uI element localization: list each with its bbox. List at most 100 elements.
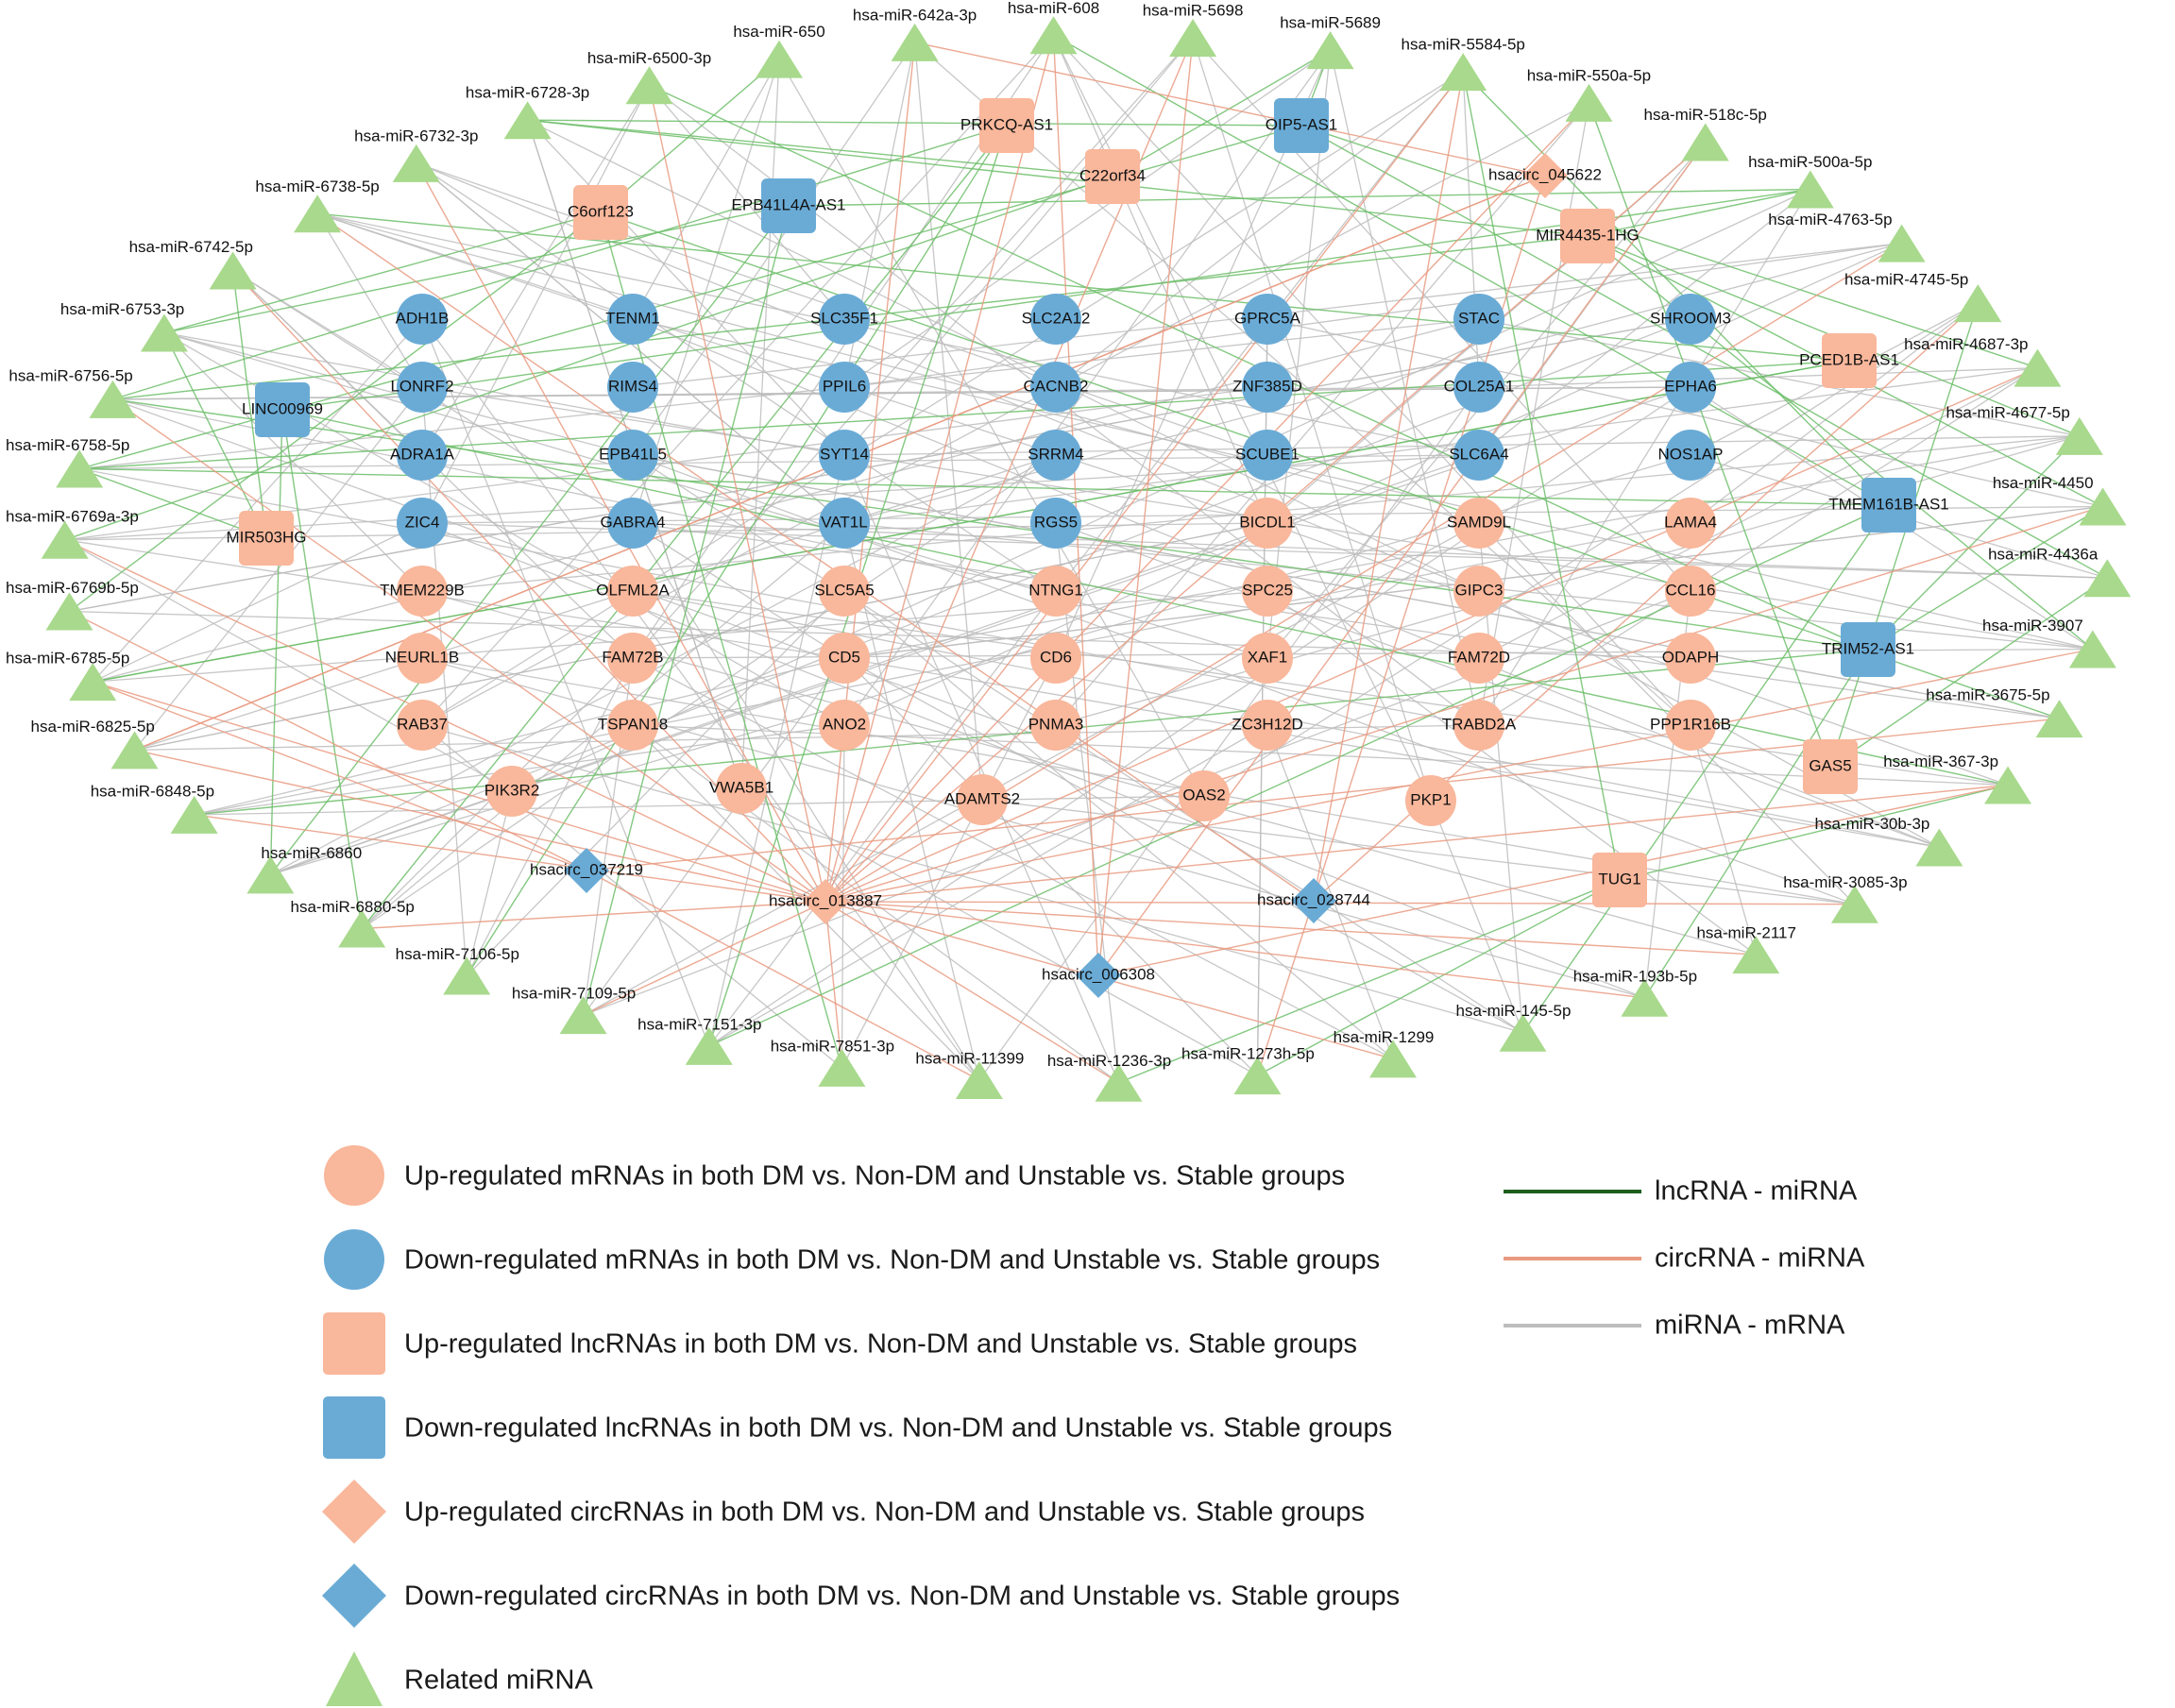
mrna-node-samd9l[interactable] — [1453, 498, 1504, 549]
lncrna-node-mir4435-1hg[interactable] — [1560, 209, 1615, 263]
mirna-node-hsa-mir-6785-5p[interactable] — [69, 663, 117, 702]
mrna-node-slc2a12[interactable] — [1030, 294, 1081, 345]
mirna-node-hsa-mir-6742-5p[interactable] — [209, 251, 257, 290]
mrna-node-ppp1r16b[interactable] — [1665, 700, 1716, 751]
mrna-node-trabd2a[interactable] — [1453, 700, 1504, 751]
mrna-node-gabra4[interactable] — [607, 498, 658, 549]
mrna-node-slc5a5[interactable] — [819, 566, 870, 617]
mrna-node-ccl16[interactable] — [1665, 566, 1716, 617]
mirna-node-hsa-mir-6500-3p[interactable] — [625, 66, 673, 105]
mrna-node-ppil6[interactable] — [819, 362, 870, 413]
mirna-node-hsa-mir-145-5p[interactable] — [1499, 1013, 1547, 1052]
mirna-node-hsa-mir-7109-5p[interactable] — [559, 996, 607, 1035]
lncrna-node-prkcq-as1[interactable] — [979, 98, 1034, 153]
mirna-node-hsa-mir-367-3p[interactable] — [1984, 766, 2032, 804]
mirna-node-hsa-mir-6848-5p[interactable] — [170, 795, 218, 834]
lncrna-node-pced1b-as1[interactable] — [1822, 333, 1877, 388]
mirna-node-hsa-mir-7106-5p[interactable] — [443, 956, 491, 995]
mirna-node-hsa-mir-3675-5p[interactable] — [2035, 700, 2083, 738]
mrna-node-ntng1[interactable] — [1030, 566, 1081, 617]
circrna-node-hsacirc-006308[interactable] — [1076, 953, 1121, 998]
mrna-node-tenm1[interactable] — [607, 294, 658, 345]
mrna-node-stac[interactable] — [1453, 294, 1504, 345]
mirna-node-hsa-mir-6756-5p[interactable] — [89, 380, 137, 418]
mirna-node-hsa-mir-4450[interactable] — [2079, 487, 2127, 526]
mrna-node-fam72b[interactable] — [607, 633, 658, 684]
mirna-node-hsa-mir-6825-5p[interactable] — [110, 731, 159, 769]
mirna-node-hsa-mir-500a-5p[interactable] — [1786, 170, 1834, 209]
mirna-node-hsa-mir-7851-3p[interactable] — [818, 1048, 866, 1087]
mirna-node-hsa-mir-4436a[interactable] — [2083, 559, 2132, 598]
mirna-node-hsa-mir-5689[interactable] — [1306, 31, 1354, 70]
mrna-node-scube1[interactable] — [1242, 430, 1293, 481]
mirna-node-hsa-mir-7151-3p[interactable] — [685, 1026, 733, 1065]
mrna-node-adamts2[interactable] — [957, 774, 1008, 825]
mirna-node-hsa-mir-4745-5p[interactable] — [1954, 284, 2002, 323]
mrna-node-lonrf2[interactable] — [397, 362, 448, 413]
lncrna-node-linc00969[interactable] — [255, 382, 310, 437]
mrna-node-slc35f1[interactable] — [819, 294, 870, 345]
mirna-node-hsa-mir-4687-3p[interactable] — [2014, 348, 2062, 387]
lncrna-node-tug1[interactable] — [1592, 853, 1647, 907]
mirna-node-hsa-mir-608[interactable] — [1029, 16, 1078, 55]
mrna-node-spc25[interactable] — [1242, 566, 1293, 617]
mrna-node-zc3h12d[interactable] — [1242, 700, 1293, 751]
mrna-node-tmem229b[interactable] — [397, 566, 448, 617]
mrna-node-srrm4[interactable] — [1030, 430, 1081, 481]
mirna-node-hsa-mir-3085-3p[interactable] — [1830, 885, 1878, 923]
mrna-node-zic4[interactable] — [397, 498, 448, 549]
mrna-node-vwa5b1[interactable] — [716, 763, 767, 814]
mrna-node-lama4[interactable] — [1665, 498, 1716, 549]
lncrna-node-epb41l4a-as1[interactable] — [761, 178, 816, 233]
mrna-node-ano2[interactable] — [819, 700, 870, 751]
mirna-node-hsa-mir-518c-5p[interactable] — [1681, 123, 1729, 161]
mrna-node-neurl1b[interactable] — [397, 633, 448, 684]
mrna-node-vat1l[interactable] — [819, 498, 870, 549]
mirna-node-hsa-mir-6728-3p[interactable] — [503, 101, 552, 140]
mrna-node-pik3r2[interactable] — [486, 766, 537, 817]
mirna-node-hsa-mir-30b-3p[interactable] — [1915, 828, 1963, 867]
circrna-node-hsacirc-045622[interactable] — [1522, 153, 1568, 198]
mrna-node-fam72d[interactable] — [1453, 633, 1504, 684]
mirna-node-hsa-mir-5584-5p[interactable] — [1439, 53, 1487, 92]
mrna-node-tspan18[interactable] — [607, 700, 658, 751]
mrna-node-shroom3[interactable] — [1665, 294, 1716, 345]
mirna-node-hsa-mir-6769a-3p[interactable] — [41, 520, 89, 559]
mrna-node-oas2[interactable] — [1179, 770, 1230, 821]
mirna-node-hsa-mir-193b-5p[interactable] — [1621, 978, 1669, 1017]
mrna-node-cd5[interactable] — [819, 633, 870, 684]
mirna-node-hsa-mir-4677-5p[interactable] — [2055, 416, 2103, 455]
mrna-node-olfml2a[interactable] — [607, 566, 658, 617]
circrna-node-hsacirc-037219[interactable] — [564, 848, 609, 893]
lncrna-node-oip5-as1[interactable] — [1274, 98, 1329, 153]
mrna-node-gprc5a[interactable] — [1242, 294, 1293, 345]
mirna-node-hsa-mir-6738-5p[interactable] — [294, 194, 342, 233]
mrna-node-adh1b[interactable] — [397, 294, 448, 345]
lncrna-node-c6orf123[interactable] — [573, 185, 628, 240]
mrna-node-col25a1[interactable] — [1453, 362, 1504, 413]
lncrna-node-c22orf34[interactable] — [1085, 149, 1140, 204]
mrna-node-cd6[interactable] — [1030, 633, 1081, 684]
mirna-node-hsa-mir-1299[interactable] — [1368, 1040, 1417, 1078]
lncrna-node-mir503hg[interactable] — [239, 511, 294, 566]
mrna-node-znf385d[interactable] — [1242, 362, 1293, 413]
mrna-node-syt14[interactable] — [819, 430, 870, 481]
mrna-node-epha6[interactable] — [1665, 362, 1716, 413]
mirna-node-hsa-mir-6732-3p[interactable] — [392, 144, 440, 182]
mrna-node-nos1ap[interactable] — [1665, 430, 1716, 481]
mrna-node-rgs5[interactable] — [1030, 498, 1081, 549]
mirna-node-hsa-mir-6880-5p[interactable] — [338, 909, 386, 948]
mirna-node-hsa-mir-3907[interactable] — [2068, 630, 2116, 668]
lncrna-node-tmem161b-as1[interactable] — [1861, 478, 1916, 533]
mrna-node-pkp1[interactable] — [1405, 775, 1456, 826]
mrna-node-rims4[interactable] — [607, 362, 658, 413]
mrna-node-rab37[interactable] — [397, 700, 448, 751]
mirna-node-hsa-mir-550a-5p[interactable] — [1565, 83, 1613, 122]
mrna-node-odaph[interactable] — [1665, 633, 1716, 684]
mrna-node-cacnb2[interactable] — [1030, 362, 1081, 413]
mrna-node-xaf1[interactable] — [1242, 633, 1293, 684]
circrna-node-hsacirc-028744[interactable] — [1291, 878, 1336, 923]
mirna-node-hsa-mir-1273h-5p[interactable] — [1233, 1057, 1282, 1095]
mrna-node-adra1a[interactable] — [397, 430, 448, 481]
mrna-node-gipc3[interactable] — [1453, 566, 1504, 617]
